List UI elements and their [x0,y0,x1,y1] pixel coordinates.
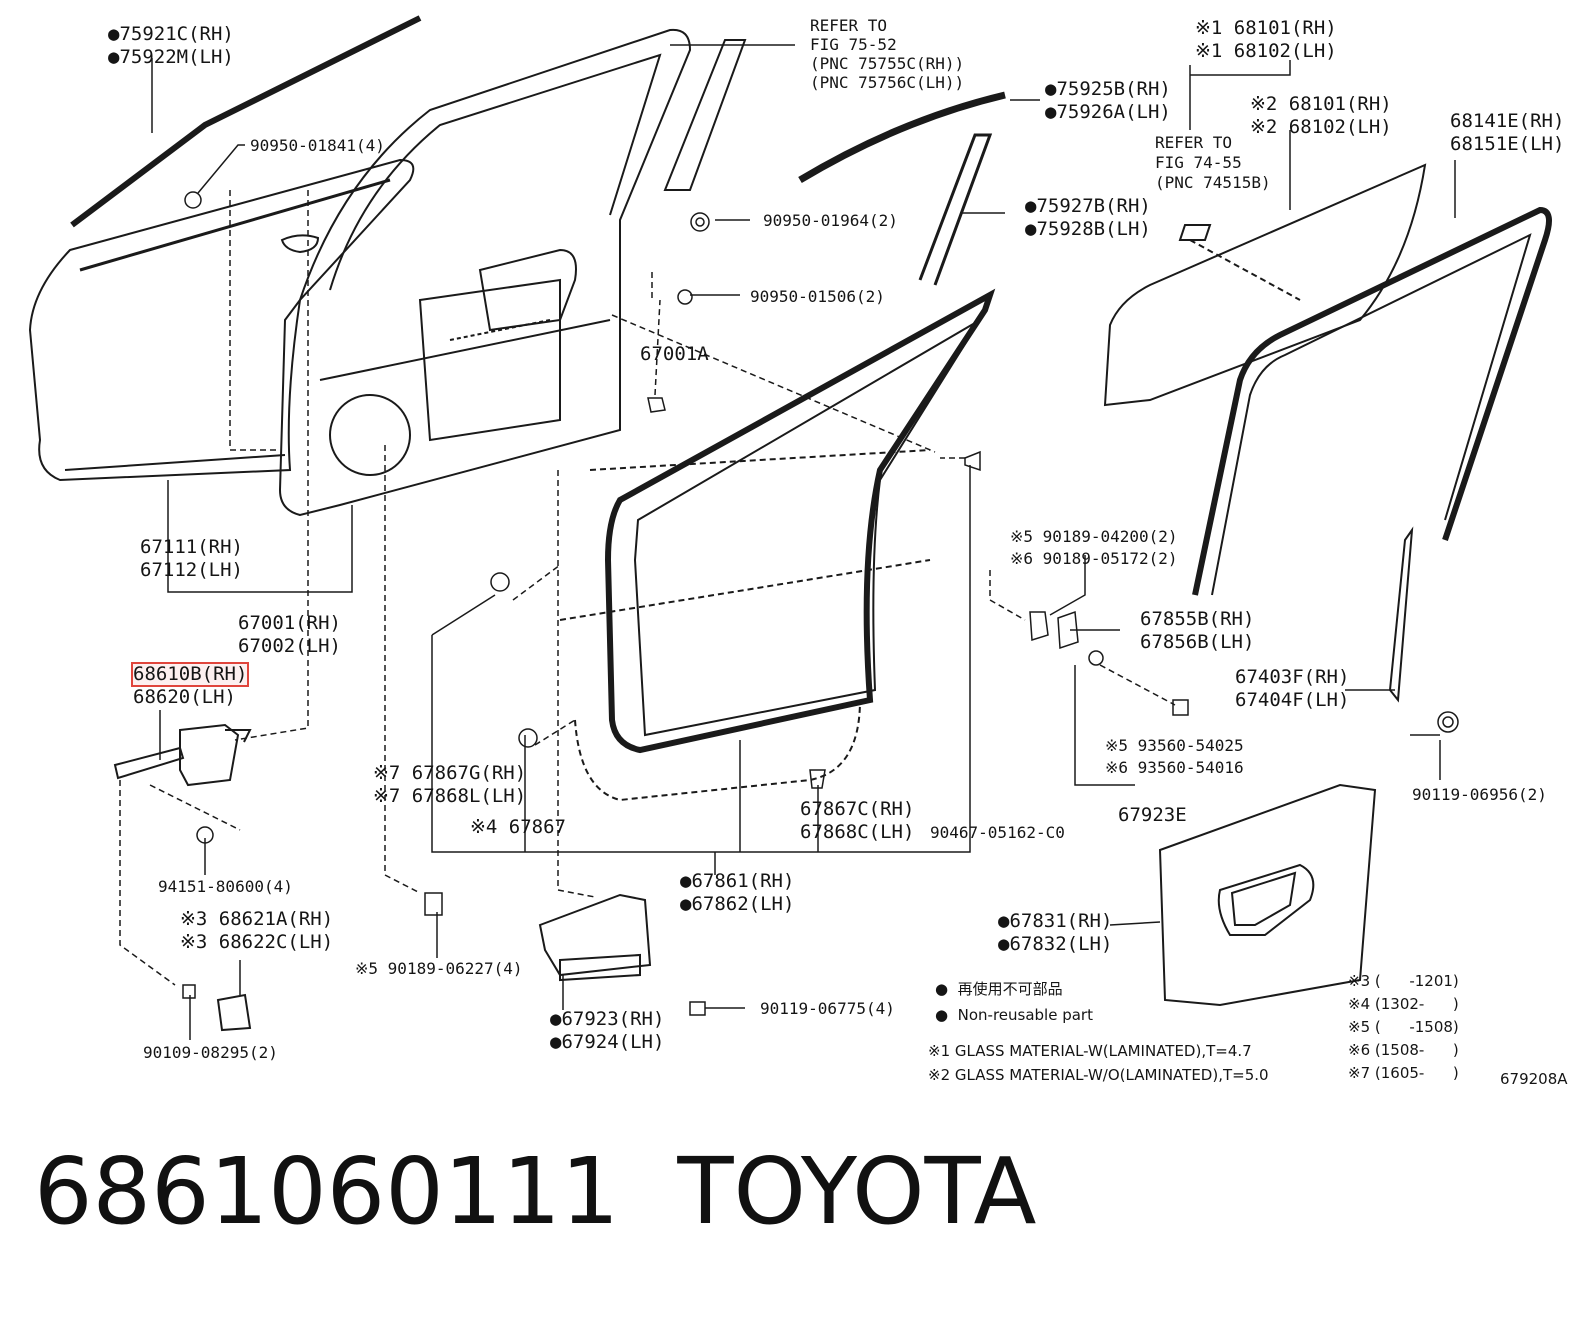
callout-90950-01841: 90950-01841(4) [250,136,385,155]
glass-run-68141 [1192,206,1552,596]
callout-67867c: 67867C(RH) 67868C(LH) [800,798,915,843]
legend-non-reusable-en: ● Non-reusable part [935,1006,1093,1024]
note-3: ※3 ( -1201) [1348,972,1459,990]
callout-67855: 67855B(RH) 67856B(LH) [1140,608,1255,653]
note-6: ※6 (1508- ) [1348,1041,1459,1059]
note-glass-non-laminated: ※2 GLASS MATERIAL-W/O(LAMINATED),T=5.0 [928,1066,1269,1084]
callout-93560: ※5 93560-54025 ※6 93560-54016 [1105,736,1244,777]
lower-weatherstrip [574,699,861,802]
callout-67923e: 67923E [1118,804,1187,826]
lower-sash-channel [1388,526,1414,703]
note-7: ※7 (1605- ) [1348,1064,1459,1082]
note-glass-laminated: ※1 GLASS MATERIAL-W(LAMINATED),T=4.7 [928,1042,1252,1060]
callout-90950-01964: 90950-01964(2) [763,211,898,230]
callout-67831: ●67831(RH) ●67832(LH) [998,910,1113,955]
figure-number: 679208A [1500,1070,1568,1088]
callout-refer-fig-75-52: REFER TO FIG 75-52 (PNC 75755C(RH)) (PNC… [810,16,965,92]
callout-67001: 67001(RH) 67002(LH) [238,612,341,657]
callout-90189-06227: ※5 90189-06227(4) [355,959,523,978]
callout-67867g: ※7 67867G(RH) ※7 67868L(LH) [373,762,527,807]
door-glass [1103,163,1427,407]
callout-90467: 90467-05162-C0 [930,823,1065,842]
callout-90119-06775: 90119-06775(4) [760,999,895,1018]
legend-non-reusable-jp: ● 再使用不可部品 [935,980,1063,998]
callout-refer-fig-74-55: REFER TO FIG 74-55 (PNC 74515B) [1155,133,1271,192]
door-drawing [28,15,1552,1040]
moulding-75921 [70,15,422,228]
callout-67111: 67111(RH) 67112(LH) [140,536,243,581]
callout-67403: 67403F(RH) 67404F(LH) [1235,666,1350,711]
callout-67861: ●67861(RH) ●67862(LH) [680,870,795,915]
glass-run-upper [663,39,747,191]
door-handle [280,234,320,254]
callout-90950-01506: 90950-01506(2) [750,287,885,306]
callout-90189-04200: ※5 90189-04200(2) ※6 90189-05172(2) [1010,527,1178,568]
parts-diagram: ●75921C(RH) ●75922M(LH) 90950-01841(4) R… [28,15,1568,1088]
weatherstrip-75927 [918,133,993,286]
callout-68610b-rh-highlighted[interactable]: 68610B(RH) [130,662,250,687]
callout-68101-non-laminated: ※2 68101(RH) ※2 68102(LH) [1250,93,1392,138]
callout-75925: ●75925B(RH) ●75926A(LH) [1045,78,1171,123]
footer-brand: TOYOTA [677,1138,1037,1245]
callout-90119-06956: 90119-06956(2) [1412,785,1547,804]
door-weatherstrip [604,288,996,754]
door-hinge [216,993,252,1032]
footer-part-number: 6861060111 [34,1138,620,1245]
callout-90109: 90109-08295(2) [143,1043,278,1062]
note-4: ※4 (1302- ) [1348,995,1459,1013]
lower-cover-67923 [538,893,652,977]
callout-94151: 94151-80600(4) [158,877,293,896]
callout-68101-laminated: ※1 68101(RH) ※1 68102(LH) [1195,17,1337,62]
service-hole-cover [1158,783,1377,1007]
callout-68620-lh: 68620(LH) [133,686,236,708]
speaker-hole [329,394,411,476]
outer-panel-bottom [64,454,286,471]
callout-68141: 68141E(RH) 68151E(LH) [1450,110,1565,155]
callout-75927: ●75927B(RH) ●75928B(LH) [1025,195,1151,240]
callout-67923: ●67923(RH) ●67924(LH) [550,1008,665,1053]
inner-door-cutout [478,248,577,332]
callout-75921: ●75921C(RH) ●75922M(LH) [108,23,234,68]
inner-door-frame [278,28,692,517]
callout-67867: ※4 67867 [470,816,566,838]
outer-panel-belt [79,178,391,272]
outer-door-panel [28,158,415,482]
callout-67001a: 67001A [640,343,709,365]
door-check [113,746,185,780]
callout-68621: ※3 68621A(RH) ※3 68622C(LH) [180,908,334,953]
note-5: ※5 ( -1508) [1348,1018,1459,1036]
weatherstrip-75925 [798,91,1006,184]
fasteners [182,191,1459,1016]
